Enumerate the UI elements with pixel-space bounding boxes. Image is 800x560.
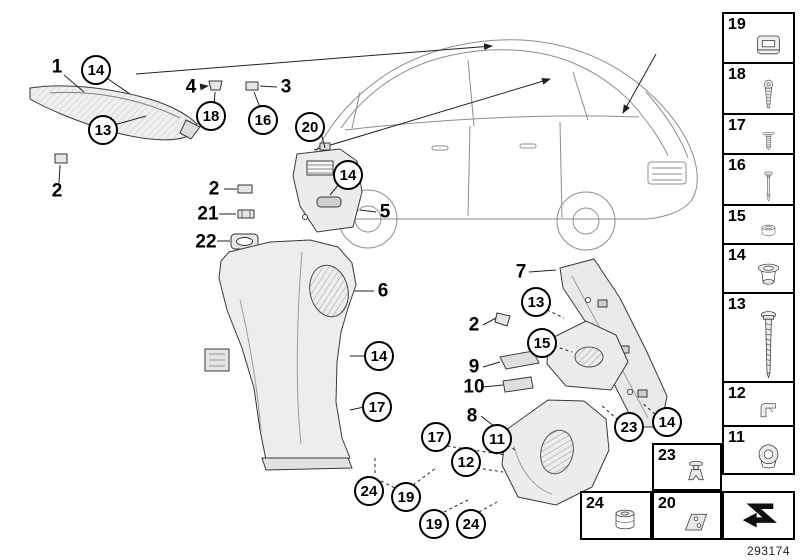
c-pillar-trim[interactable]: [546, 320, 629, 391]
fastener-callout-14[interactable]: 14: [81, 55, 111, 85]
clip-icon: [245, 81, 259, 91]
clip-icon: [237, 184, 253, 194]
clip-icon: [208, 80, 223, 91]
legend-number: 18: [728, 66, 746, 83]
legend-item-12[interactable]: 12: [722, 381, 795, 427]
legend-box-24[interactable]: 24: [580, 491, 652, 540]
fastener-callout-15[interactable]: 15: [527, 328, 557, 358]
fastener-callout-11[interactable]: 11: [482, 424, 512, 454]
legend-number: 11: [728, 429, 745, 446]
legend-number: 13: [728, 296, 746, 313]
legend-number: 17: [728, 117, 746, 134]
legend-item-15[interactable]: 15: [722, 204, 795, 245]
bracket-icon: [676, 506, 716, 536]
legend-number: 20: [658, 495, 676, 512]
fastener-callout-12[interactable]: 12: [451, 447, 481, 477]
diagram-id: 293174: [746, 544, 790, 558]
fastener-callout-17[interactable]: 17: [421, 422, 451, 452]
expanding-clip-icon: [676, 458, 716, 487]
clip-icon: [54, 153, 68, 164]
legend-item-13[interactable]: 13: [722, 292, 795, 383]
expansion-rivet-icon: [746, 130, 791, 151]
fastener-callout-14[interactable]: 14: [364, 341, 394, 371]
quarter-trim-lower[interactable]: [501, 399, 610, 506]
part-callout-10[interactable]: 10: [463, 376, 485, 398]
part-callout-21[interactable]: 21: [197, 203, 219, 225]
legend-box-20[interactable]: 20: [652, 491, 722, 540]
legend-number: 19: [728, 16, 746, 33]
fastener-callout-13[interactable]: 13: [88, 115, 118, 145]
clamp-nut-icon: [746, 29, 791, 60]
fastener-callout-17[interactable]: 17: [362, 392, 392, 422]
legend-item-14[interactable]: 14: [722, 243, 795, 294]
fastener-callout-16[interactable]: 16: [248, 105, 278, 135]
legend-item-11[interactable]: 11: [722, 425, 795, 475]
long-bolt-icon: [746, 170, 791, 202]
part-callout-6[interactable]: 6: [377, 280, 389, 302]
legend-box-23[interactable]: 23: [652, 443, 722, 491]
legend-item-17[interactable]: 17: [722, 113, 795, 155]
bracket-part-10: [502, 376, 534, 393]
legend-number: 16: [728, 157, 746, 174]
clip-icon: [494, 312, 511, 327]
part-callout-7[interactable]: 7: [515, 261, 527, 283]
fastener-callout-14[interactable]: 14: [333, 160, 363, 190]
legend-item-19[interactable]: 19: [722, 12, 795, 64]
torx-screw-icon: [746, 79, 791, 111]
legend-number: 14: [728, 247, 746, 264]
a-pillar-trim[interactable]: [29, 85, 201, 141]
legend-number: 24: [586, 495, 604, 512]
fastener-callout-18[interactable]: 18: [196, 101, 226, 131]
part-callout-2[interactable]: 2: [208, 178, 220, 200]
bracket-parts[interactable]: [499, 350, 540, 393]
fastener-callout-19[interactable]: 19: [419, 509, 449, 539]
legend-number: 12: [728, 385, 746, 402]
fastener-callout-14[interactable]: 14: [652, 407, 682, 437]
fold-mark-box[interactable]: [722, 491, 795, 540]
part-callout-22[interactable]: 22: [195, 231, 217, 253]
sleeve-grommet-icon: [746, 260, 791, 290]
legend-number: 15: [728, 208, 746, 225]
bracket-part-9: [499, 350, 540, 370]
long-screw-icon: [746, 309, 791, 379]
fold-arrow-icon: [732, 497, 785, 534]
part-callout-3[interactable]: 3: [280, 76, 292, 98]
metal-clip-icon: [746, 398, 791, 423]
car-sketch: [302, 39, 698, 251]
fastener-callout-19[interactable]: 19: [391, 482, 421, 512]
part-callout-2[interactable]: 2: [51, 180, 63, 202]
legend-item-16[interactable]: 16: [722, 153, 795, 206]
location-arrows: [135, 43, 657, 151]
part-callout-1[interactable]: 1: [51, 56, 63, 78]
grommet-icon: [746, 221, 791, 241]
clip-icon: [237, 209, 255, 219]
fastener-legend: 19 18 17 16 15 14 13 12 11: [722, 12, 795, 475]
fastener-callout-13[interactable]: 13: [521, 287, 551, 317]
part-callout-2[interactable]: 2: [468, 314, 480, 336]
part-callout-8[interactable]: 8: [466, 405, 478, 427]
part-callout-4[interactable]: 4: [185, 76, 197, 98]
part-callout-9[interactable]: 9: [468, 356, 480, 378]
grommet-sleeve-icon: [604, 506, 646, 536]
fastener-callout-24[interactable]: 24: [456, 509, 486, 539]
fastener-callout-20[interactable]: 20: [295, 112, 325, 142]
fastener-callout-23[interactable]: 23: [614, 412, 644, 442]
b-pillar-lower-trim[interactable]: [204, 239, 357, 471]
part-callout-5[interactable]: 5: [379, 201, 391, 223]
legend-number: 23: [658, 447, 676, 464]
fastener-callout-24[interactable]: 24: [354, 476, 384, 506]
legend-item-18[interactable]: 18: [722, 62, 795, 115]
round-nut-icon: [746, 442, 791, 471]
